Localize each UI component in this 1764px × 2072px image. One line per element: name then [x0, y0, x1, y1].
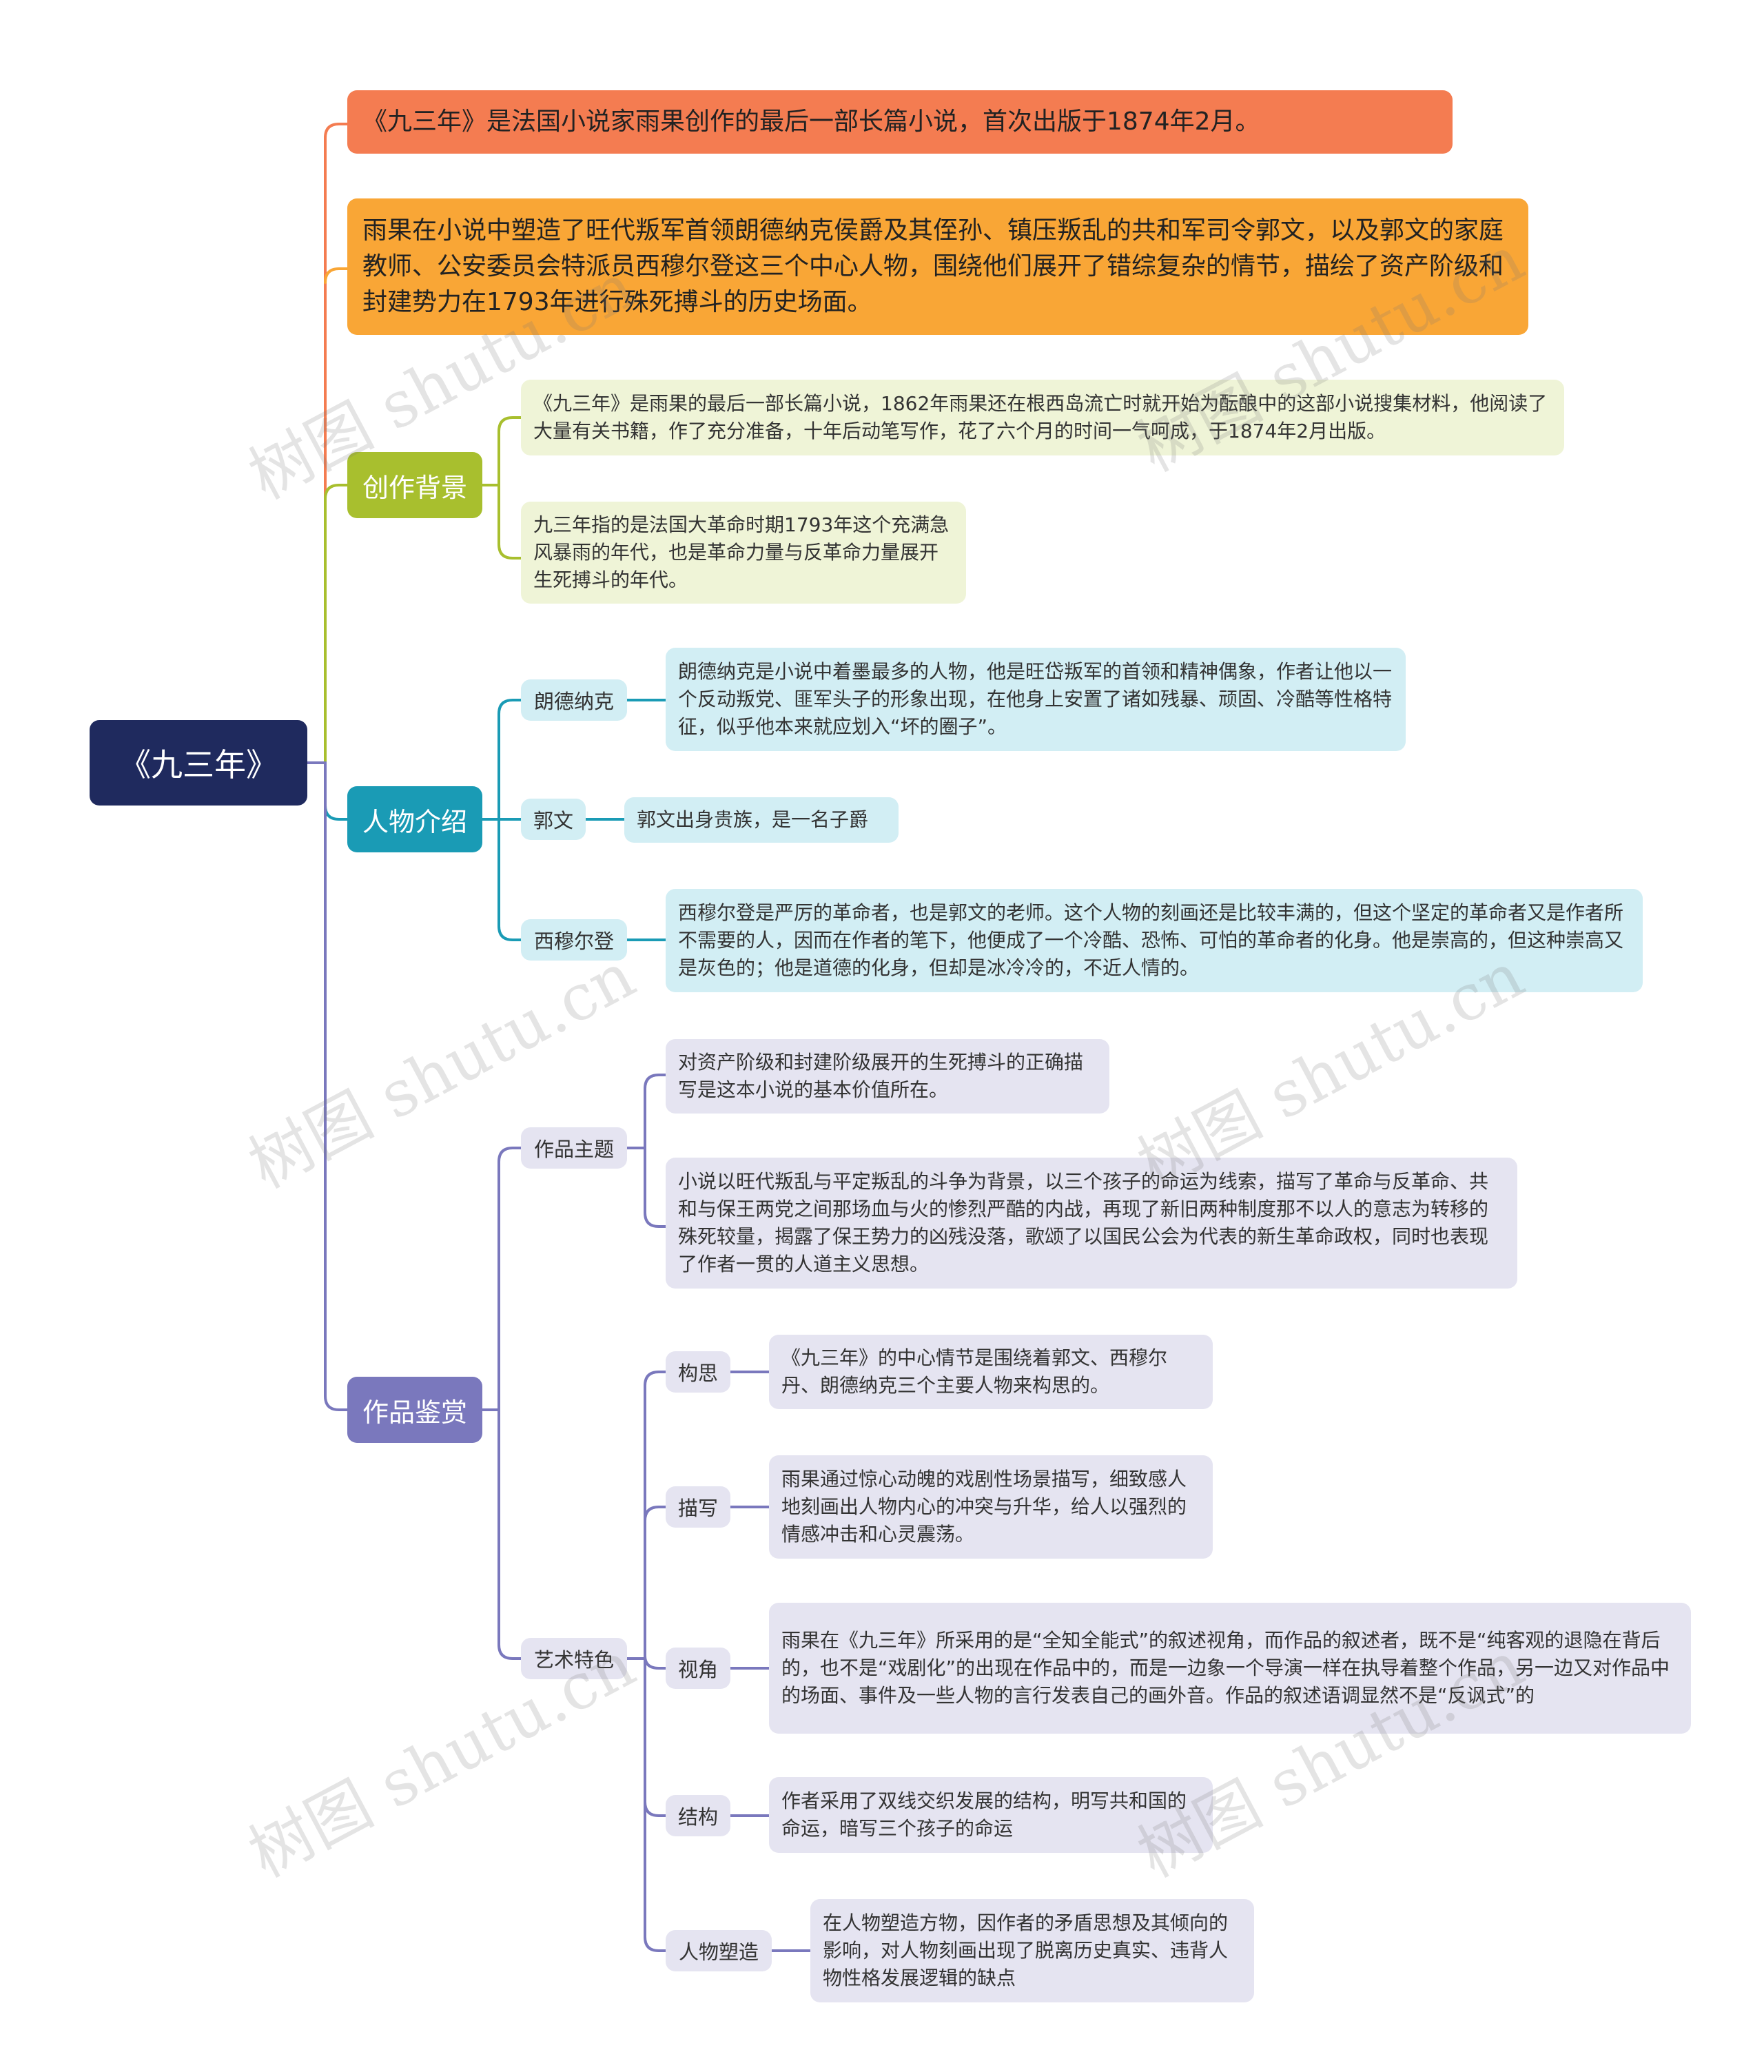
art-conception[interactable]: 构思 [666, 1351, 730, 1393]
theme-detail-1[interactable]: 对资产阶级和封建阶级展开的生死搏斗的正确描写是这本小说的基本价值所在。 [666, 1039, 1109, 1114]
intro-plot-node[interactable]: 雨果在小说中塑造了旺代叛军首领朗德纳克侯爵及其侄孙、镇压叛乱的共和军司令郭文，以… [347, 198, 1528, 335]
art-description-desc[interactable]: 雨果通过惊心动魄的戏剧性场景描写，细致感人地刻画出人物内心的冲突与升华，给人以强… [769, 1455, 1213, 1559]
character-gauvain[interactable]: 郭文 [521, 799, 586, 840]
art-features-node[interactable]: 艺术特色 [521, 1638, 627, 1679]
character-landenac[interactable]: 朗德纳克 [521, 679, 627, 721]
art-perspective-desc[interactable]: 雨果在《九三年》所采用的是“全知全能式”的叙述视角，而作品的叙述者，既不是“纯客… [769, 1603, 1691, 1734]
character-gauvain-desc[interactable]: 郭文出身贵族，是一名子爵 [624, 797, 899, 843]
theme-node[interactable]: 作品主题 [521, 1127, 627, 1169]
intro-summary-node[interactable]: 《九三年》是法国小说家雨果创作的最后一部长篇小说，首次出版于1874年2月。 [347, 90, 1453, 154]
art-description[interactable]: 描写 [666, 1486, 730, 1528]
background-detail-1[interactable]: 《九三年》是雨果的最后一部长篇小说，1862年雨果还在根西岛流亡时就开始为酝酿中… [521, 380, 1564, 455]
character-cimourdain-desc[interactable]: 西穆尔登是严厉的革命者，也是郭文的老师。这个人物的刻画还是比较丰满的，但这个坚定… [666, 889, 1643, 992]
root-node[interactable]: 《九三年》 [90, 720, 307, 806]
category-characters[interactable]: 人物介绍 [347, 786, 482, 852]
character-landenac-desc[interactable]: 朗德纳克是小说中着墨最多的人物，他是旺岱叛军的首领和精神偶象，作者让他以一个反动… [666, 648, 1406, 751]
category-background[interactable]: 创作背景 [347, 452, 482, 518]
theme-detail-2[interactable]: 小说以旺代叛乱与平定叛乱的斗争为背景，以三个孩子的命运为线索，描写了革命与反革命… [666, 1158, 1517, 1289]
art-conception-desc[interactable]: 《九三年》的中心情节是围绕着郭文、西穆尔丹、朗德纳克三个主要人物来构思的。 [769, 1335, 1213, 1409]
art-structure-desc[interactable]: 作者采用了双线交织发展的结构，明写共和国的命运，暗写三个孩子的命运 [769, 1777, 1213, 1853]
art-characterization-desc[interactable]: 在人物塑造方物，因作者的矛盾思想及其倾向的影响，对人物刻画出现了脱离历史真实、违… [810, 1899, 1254, 2002]
art-characterization[interactable]: 人物塑造 [666, 1930, 772, 1971]
art-perspective[interactable]: 视角 [666, 1648, 730, 1689]
category-appreciation[interactable]: 作品鉴赏 [347, 1377, 482, 1443]
character-cimourdain[interactable]: 西穆尔登 [521, 919, 627, 961]
background-detail-2[interactable]: 九三年指的是法国大革命时期1793年这个充满急风暴雨的年代，也是革命力量与反革命… [521, 502, 966, 604]
art-structure[interactable]: 结构 [666, 1795, 730, 1836]
